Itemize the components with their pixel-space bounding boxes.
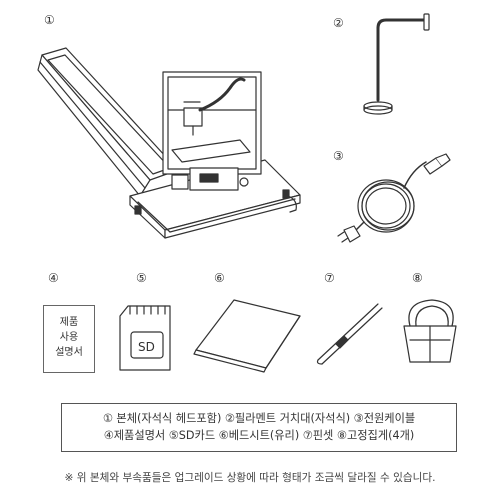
item-number-7: ⑦ bbox=[324, 271, 335, 285]
manual-label-line: 설명서 bbox=[55, 347, 83, 358]
sd-card-illustration bbox=[119, 305, 171, 371]
item-number-3: ③ bbox=[333, 149, 344, 163]
legend-line-1: ① 본체(자석식 헤드포함) ②필라멘트 거치대(자석식) ③전원케이블 bbox=[102, 412, 416, 425]
manual-label-line: 사용 bbox=[59, 332, 79, 343]
bed-sheet-illustration bbox=[193, 299, 301, 373]
product-manual-illustration: 제품 사용 설명서 bbox=[43, 305, 95, 373]
item-number-8: ⑧ bbox=[412, 271, 423, 285]
tweezers-illustration bbox=[316, 303, 383, 365]
legend-line-2: ④제품설명서 ⑤SD카드 ⑥베드시트(유리) ⑦핀셋 ⑧고정집게(4개) bbox=[103, 429, 415, 442]
item-number-6: ⑥ bbox=[214, 271, 225, 285]
footnote: ※ 위 본체와 부속품들은 업그레이드 상황에 따라 형태가 조금씩 달라질 수… bbox=[64, 472, 436, 484]
binder-clip-illustration bbox=[403, 299, 457, 363]
printer-case-illustration bbox=[37, 47, 301, 239]
manual-label-line: 제품 bbox=[59, 317, 79, 328]
item-number-1: ① bbox=[44, 13, 55, 27]
item-number-2: ② bbox=[333, 16, 344, 30]
item-number-4: ④ bbox=[48, 271, 59, 285]
components-legend: ① 본체(자석식 헤드포함) ②필라멘트 거치대(자석식) ③전원케이블 ④제품… bbox=[61, 403, 457, 452]
sd-card-label: SD bbox=[138, 340, 155, 354]
filament-holder-illustration bbox=[363, 13, 430, 115]
power-cable-illustration bbox=[337, 153, 451, 243]
item-number-5: ⑤ bbox=[136, 271, 147, 285]
